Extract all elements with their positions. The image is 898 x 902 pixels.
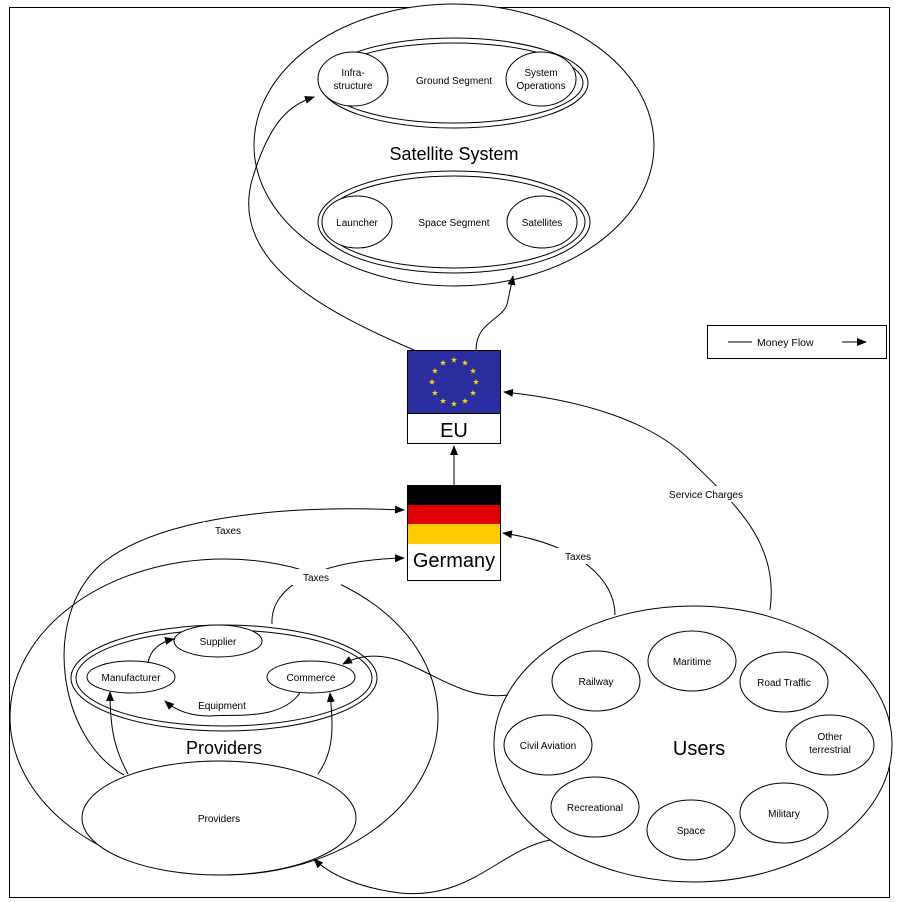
space-segment-label: Space Segment: [418, 218, 489, 229]
user-node-civil-aviation: [503, 714, 593, 776]
equipment-label: Equipment: [198, 701, 246, 712]
satellites-label: Satellites: [522, 218, 563, 229]
eu-star-icon: [450, 356, 458, 363]
eu-star-icon: [439, 397, 447, 404]
user-label-terrestrial: terrestrial: [809, 745, 851, 756]
commerce-to-manufacturer-arrow: [164, 692, 301, 717]
user-label-other: Other: [817, 732, 843, 743]
eu-star-icon: [461, 359, 469, 366]
system-operations-label-1: System: [524, 68, 557, 79]
providers-taxes-arrow: [63, 505, 405, 776]
user-node-road-traffic: [739, 651, 829, 713]
providers-group: Providers Equipment Supplier Manufacture…: [9, 558, 439, 876]
eu-star-icon: [431, 367, 438, 374]
equipment-taxes-label: Taxes: [303, 573, 329, 584]
eu-stars-icon: [428, 356, 480, 407]
users-to-providers-arrow: [313, 839, 551, 895]
satellites-node: [506, 195, 578, 249]
users-taxes-arrow: [502, 530, 616, 616]
user-label-maritime: Maritime: [673, 657, 712, 668]
user-node-railway: [551, 650, 641, 712]
legend: Money Flow: [707, 325, 887, 359]
users-taxes-label: Taxes: [565, 552, 591, 563]
providers-taxes-label: Taxes: [215, 526, 241, 537]
user-label-railway: Railway: [578, 677, 613, 688]
commerce-node: [266, 660, 356, 694]
users-to-commerce-arrow: [342, 655, 509, 697]
satellite-system-title: Satellite System: [389, 144, 518, 164]
providers-title: Providers: [186, 738, 262, 758]
providers-to-commerce-arrow: [317, 692, 335, 775]
manufacturer-to-supplier-arrow: [147, 636, 175, 664]
user-label-civil-aviation: Civil Aviation: [520, 741, 577, 752]
legend-label: Money Flow: [757, 337, 814, 349]
germany-flag-gold: [408, 524, 500, 544]
users-title: Users: [673, 738, 725, 760]
system-operations-label-2: Operations: [517, 81, 566, 92]
eu-to-satellites-arrow: [475, 275, 516, 351]
launcher-node: [321, 195, 393, 249]
providers-taxes-bg: [203, 522, 253, 538]
eu-star-icon: [450, 400, 458, 407]
eu-star-icon: [470, 389, 477, 396]
user-label-military: Military: [768, 809, 800, 820]
eu-star-icon: [470, 367, 477, 374]
providers-inner-ellipse: [81, 760, 357, 876]
user-node-other-terrestrial: [785, 714, 875, 776]
service-charges-arrow: [503, 388, 772, 611]
service-charges-label: Service Charges: [669, 490, 743, 501]
ground-segment-label: Ground Segment: [416, 76, 492, 87]
manufacturer-node: [86, 660, 176, 694]
germany-label: Germany: [413, 550, 495, 572]
germany-flag-black: [408, 486, 500, 505]
user-label-recreational: Recreational: [567, 803, 623, 814]
infrastructure-label-1: Infra-: [341, 68, 364, 79]
germany-node: Germany: [407, 485, 501, 581]
eu-star-icon: [428, 378, 436, 385]
eu-star-icon: [461, 397, 469, 404]
user-label-space: Space: [677, 826, 706, 837]
launcher-label: Launcher: [336, 218, 378, 229]
user-node-recreational: [550, 776, 640, 838]
users-taxes-bg: [553, 548, 603, 564]
users-group: Users Maritime Railway Road Traffic Civi…: [493, 605, 893, 883]
satellite-system-group: Satellite System Ground Segment Infra- s…: [253, 3, 655, 287]
eu-node: EU: [407, 350, 501, 444]
user-node-military: [739, 782, 829, 844]
eu-label: EU: [440, 420, 468, 442]
commerce-label: Commerce: [287, 673, 336, 684]
manufacturer-label: Manufacturer: [102, 673, 162, 684]
service-charges-bg: [650, 486, 768, 502]
system-operations-node: [505, 51, 577, 107]
eu-star-icon: [472, 378, 480, 385]
infrastructure-node: [317, 51, 389, 107]
providers-inner-label: Providers: [198, 814, 240, 825]
providers-to-manufacturer-arrow: [106, 691, 129, 775]
infrastructure-label-2: structure: [334, 81, 373, 92]
user-label-road-traffic: Road Traffic: [757, 678, 811, 689]
germany-flag-red: [408, 505, 500, 524]
equipment-taxes-bg: [291, 569, 341, 585]
supplier-label: Supplier: [200, 637, 237, 648]
eu-star-icon: [431, 389, 438, 396]
user-node-maritime: [647, 630, 737, 692]
flow-arrows: [63, 96, 772, 895]
user-node-space: [646, 799, 736, 861]
eu-to-infrastructure-arrow: [248, 96, 415, 351]
eu-star-icon: [439, 359, 447, 366]
